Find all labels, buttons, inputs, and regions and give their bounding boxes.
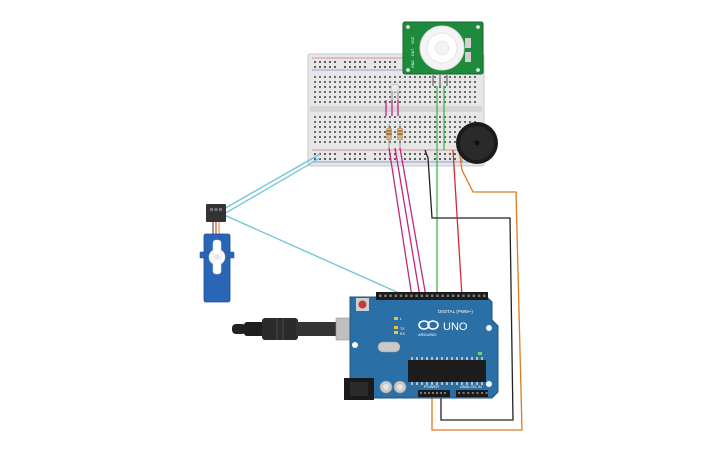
microcontroller-chip <box>408 360 486 382</box>
arduino-logo-icon <box>418 320 439 330</box>
model-label: UNO <box>443 321 468 333</box>
power-label: POWER <box>424 384 439 389</box>
piezo-buzzer[interactable] <box>456 122 498 164</box>
wire-cyan-2[interactable] <box>223 157 321 215</box>
servo-motor[interactable] <box>199 204 235 303</box>
wire-magenta-6[interactable] <box>399 147 427 298</box>
wire-magenta-5[interactable] <box>394 147 421 298</box>
usb-cable[interactable] <box>232 317 371 341</box>
wires <box>221 86 523 431</box>
digital-label: DIGITAL (PWM~) <box>438 309 473 314</box>
analog-label: ANALOG IN <box>460 384 482 389</box>
wire-cyan-3[interactable] <box>221 213 409 298</box>
digital-pins <box>379 294 486 297</box>
tx-label: TX <box>400 327 405 331</box>
pir-sensor[interactable]: VCC OUT GND <box>402 21 484 86</box>
arduino-uno[interactable]: DIGITAL (PWM~) UNO ARDUINO TX RX L PO <box>344 292 499 400</box>
wire-black[interactable] <box>424 149 514 421</box>
brand-label: ARDUINO <box>418 332 436 337</box>
wire-orange[interactable] <box>431 149 523 431</box>
resistor-1[interactable] <box>386 124 392 148</box>
pir-pin-vcc: VCC <box>411 36 415 44</box>
rx-label: RX <box>400 332 406 336</box>
pir-pin-gnd: GND <box>411 60 415 68</box>
wire-cyan-1[interactable] <box>221 153 321 211</box>
wire-red[interactable] <box>452 149 463 298</box>
pir-pin-out: OUT <box>411 48 415 56</box>
resistor-2[interactable] <box>397 124 403 148</box>
wire-magenta-4[interactable] <box>388 147 413 298</box>
l-label: L <box>400 317 402 321</box>
